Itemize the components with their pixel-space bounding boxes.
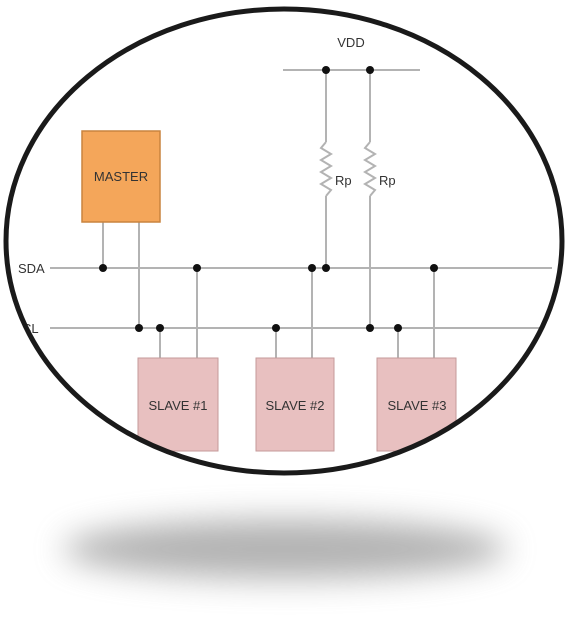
slave-1-box <box>137 357 219 452</box>
slave-3-label: SLAVE #3 <box>387 398 446 413</box>
circuit-content: VDD Rp Rp SDA CL MASTER <box>18 35 552 452</box>
junction-dot <box>430 264 438 272</box>
oval-frame <box>3 6 565 476</box>
oval-background <box>6 9 562 473</box>
resistor-1-zigzag <box>319 141 333 197</box>
junction-dot <box>366 66 374 74</box>
junction-dot <box>394 324 402 332</box>
sda-label: SDA <box>18 261 45 276</box>
junction-dot <box>322 66 330 74</box>
drop-shadow <box>63 519 507 579</box>
junction-dot <box>272 324 280 332</box>
resistor-2-zigzag <box>363 141 377 197</box>
master-box <box>81 130 161 223</box>
master-label: MASTER <box>94 169 148 184</box>
vdd-label: VDD <box>337 35 364 50</box>
junction-dot <box>366 324 374 332</box>
resistor-1-label: Rp <box>335 173 352 188</box>
junction-dot <box>156 324 164 332</box>
slave-2-box <box>255 357 335 452</box>
slave-1-label: SLAVE #1 <box>148 398 207 413</box>
junction-dot <box>135 324 143 332</box>
junction-dot <box>193 264 201 272</box>
junction-dot <box>99 264 107 272</box>
junction-dot <box>308 264 316 272</box>
resistor-2-label: Rp <box>379 173 396 188</box>
slave-2-label: SLAVE #2 <box>265 398 324 413</box>
junction-dot <box>322 264 330 272</box>
